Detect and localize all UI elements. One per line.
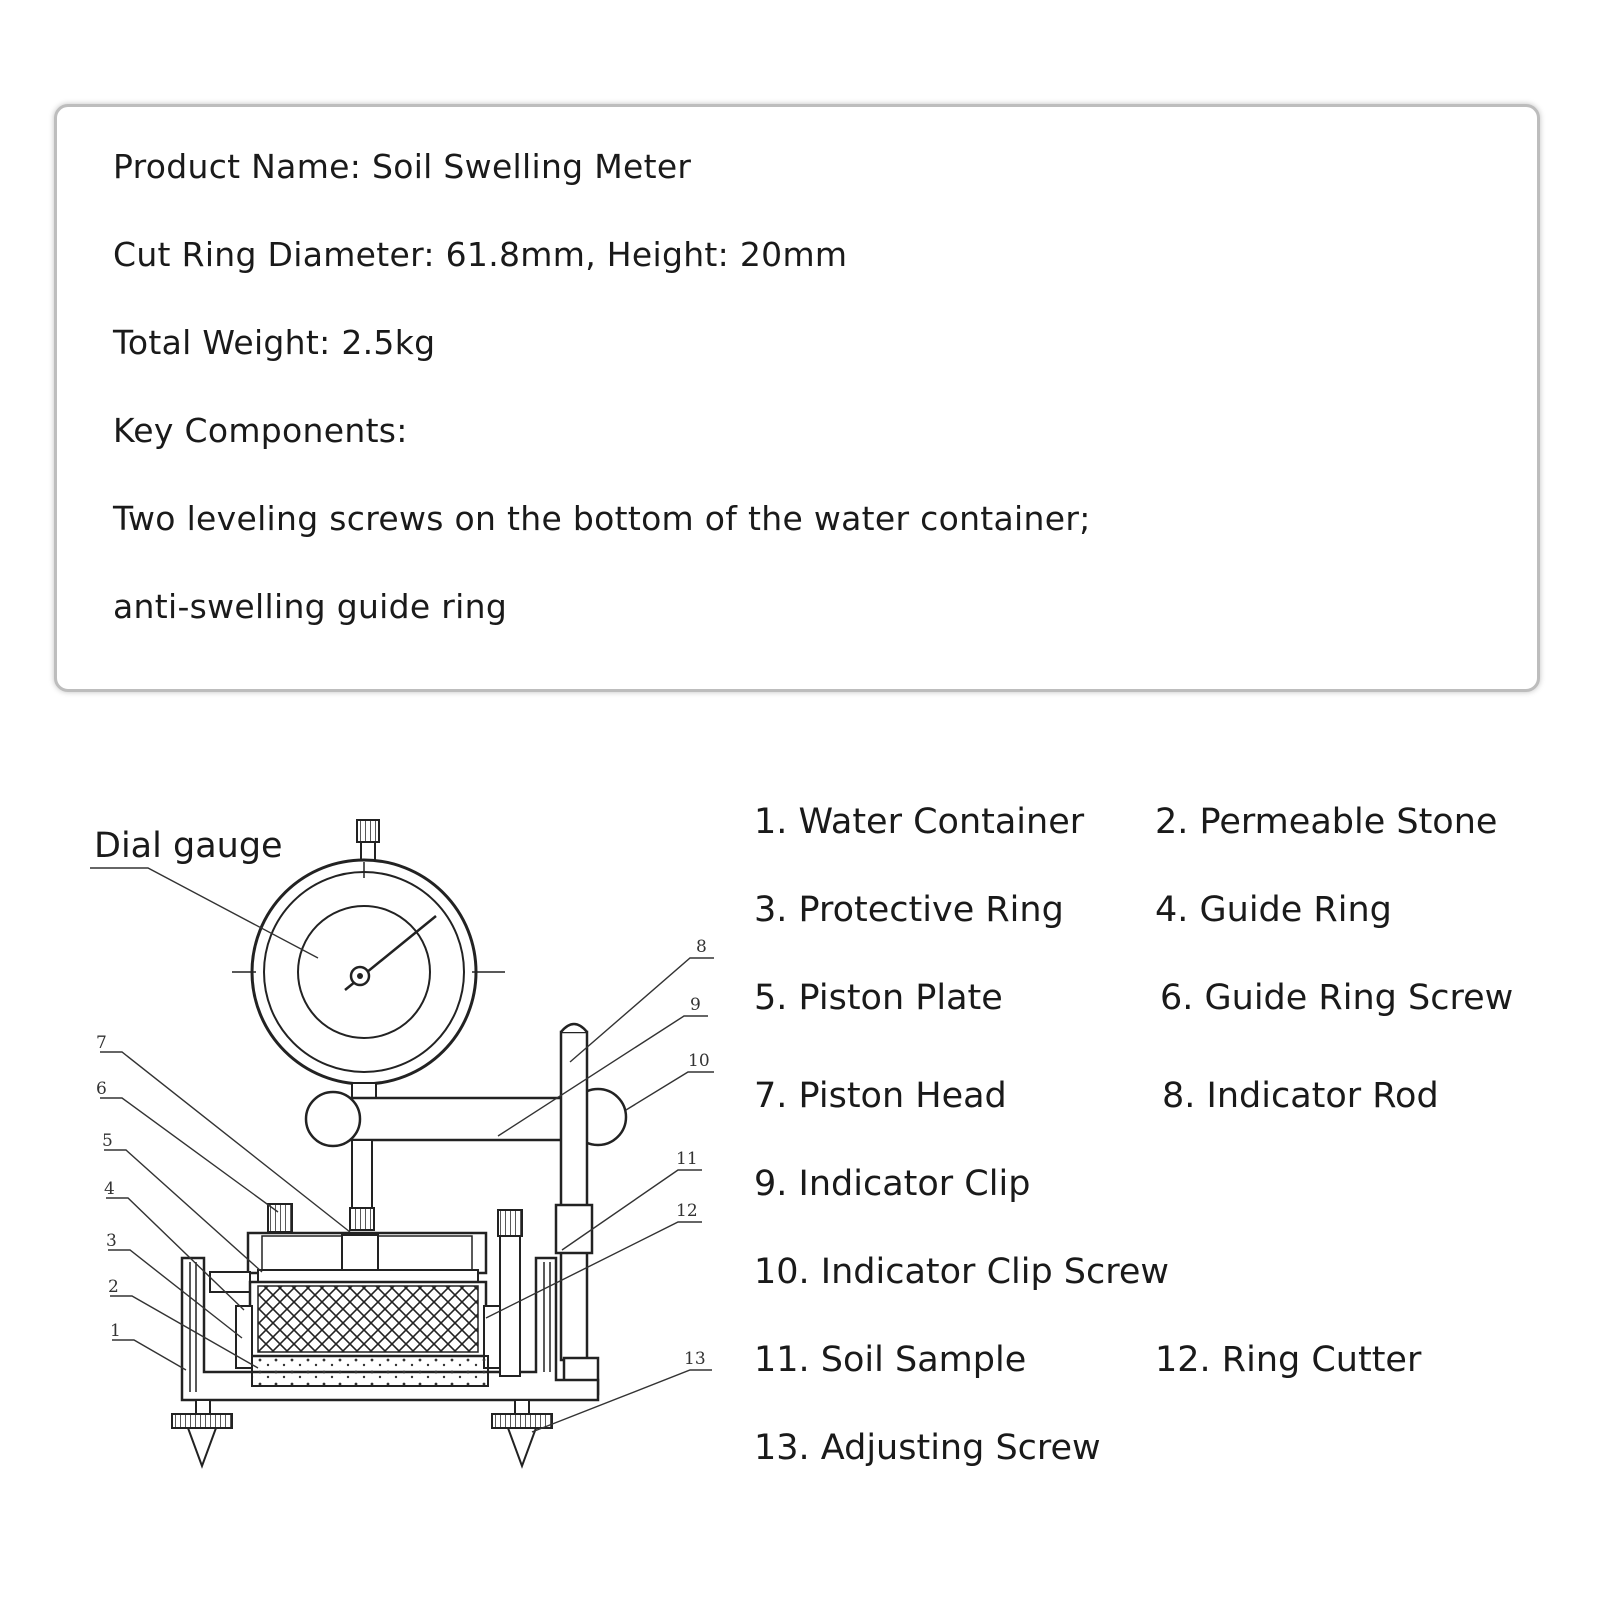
piston-head bbox=[341, 1234, 379, 1272]
legend-item-5: 5. Piston Plate bbox=[754, 978, 1003, 1018]
adjusting-screw-right bbox=[491, 1399, 553, 1469]
specifications-box: Product Name: Soil Swelling Meter Cut Ri… bbox=[54, 104, 1540, 692]
legend-item-1: 1. Water Container bbox=[754, 802, 1085, 842]
callout-7: 7 bbox=[96, 1033, 107, 1053]
callout-1: 1 bbox=[110, 1321, 121, 1341]
protective-ring bbox=[235, 1305, 253, 1369]
legend-item-7: 7. Piston Head bbox=[754, 1076, 1007, 1116]
adjusting-screw-left bbox=[171, 1399, 233, 1469]
dial-gauge-label: Dial gauge bbox=[94, 826, 283, 866]
legend-item-12: 12. Ring Cutter bbox=[1155, 1340, 1422, 1380]
legend-item-8: 8. Indicator Rod bbox=[1162, 1076, 1439, 1116]
permeable-stone bbox=[251, 1355, 489, 1387]
legend-item-6: 6. Guide Ring Screw bbox=[1160, 978, 1514, 1018]
components-line-2: anti-swelling guide ring bbox=[113, 587, 508, 626]
callout-3: 3 bbox=[106, 1231, 117, 1251]
callout-11: 11 bbox=[676, 1149, 698, 1169]
legend-item-11: 11. Soil Sample bbox=[754, 1340, 1027, 1380]
callout-6: 6 bbox=[96, 1079, 107, 1099]
callout-numbers: 7 6 5 4 3 2 1 8 9 10 11 12 13 bbox=[96, 937, 710, 1369]
callout-5: 5 bbox=[102, 1131, 113, 1151]
legend-item-3: 3. Protective Ring bbox=[754, 890, 1064, 930]
swelling-meter-diagram: 7 6 5 4 3 2 1 8 9 10 11 12 13 bbox=[90, 819, 714, 1469]
dial-cap bbox=[356, 819, 380, 863]
dial-spindle bbox=[349, 1139, 375, 1231]
total-weight-spec: Total Weight: 2.5kg bbox=[113, 323, 436, 362]
protective-ring-right bbox=[483, 1305, 501, 1369]
legend-item-13: 13. Adjusting Screw bbox=[754, 1428, 1101, 1468]
soil-sample bbox=[257, 1285, 479, 1353]
components-line-1: Two leveling screws on the bottom of the… bbox=[113, 499, 1091, 538]
callout-4: 4 bbox=[104, 1179, 115, 1199]
dial-gauge bbox=[232, 858, 505, 1086]
piston-plate bbox=[257, 1269, 479, 1283]
callout-2: 2 bbox=[108, 1277, 119, 1297]
callout-8: 8 bbox=[696, 937, 707, 957]
callout-12: 12 bbox=[676, 1201, 698, 1221]
legend-item-4: 4. Guide Ring bbox=[1155, 890, 1392, 930]
leader-lines bbox=[90, 867, 714, 1433]
water-container bbox=[180, 1256, 600, 1402]
indicator-rod bbox=[554, 1022, 600, 1396]
legend-item-9: 9. Indicator Clip bbox=[754, 1164, 1031, 1204]
callout-9: 9 bbox=[690, 995, 701, 1015]
key-components-heading: Key Components: bbox=[113, 411, 408, 450]
callout-10: 10 bbox=[688, 1051, 710, 1071]
callout-13: 13 bbox=[684, 1349, 706, 1369]
legend-item-2: 2. Permeable Stone bbox=[1155, 802, 1498, 842]
product-name: Product Name: Soil Swelling Meter bbox=[113, 147, 692, 186]
cut-ring-spec: Cut Ring Diameter: 61.8mm, Height: 20mm bbox=[113, 235, 848, 274]
legend-item-10: 10. Indicator Clip Screw bbox=[754, 1252, 1170, 1292]
